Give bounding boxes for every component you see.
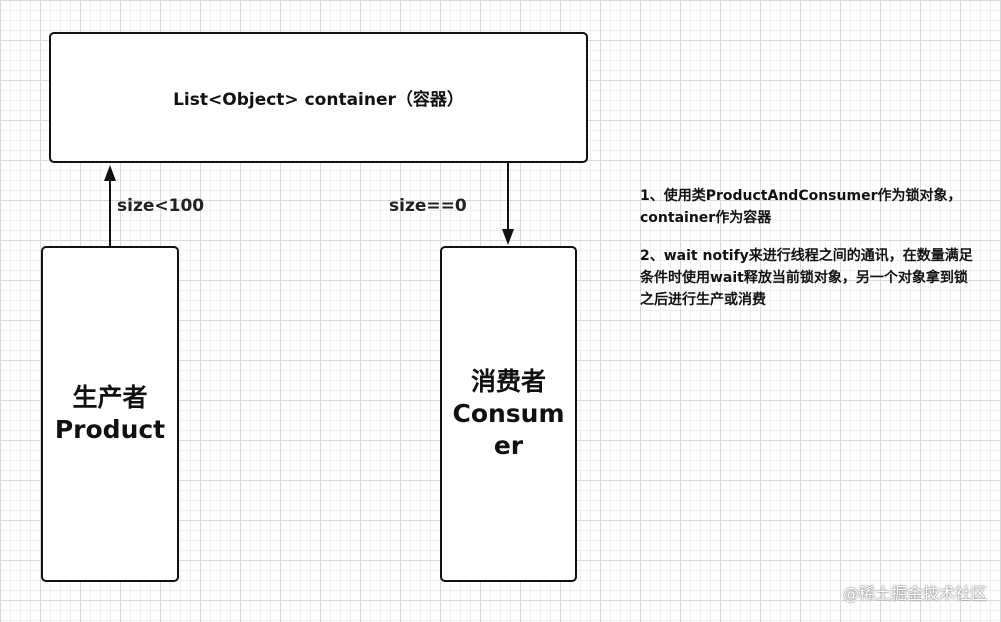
container-node: List<Object> container（容器） (49, 32, 588, 163)
producer-node: 生产者 Product (41, 246, 179, 582)
producer-label-cn: 生产者 (72, 383, 148, 412)
producer-to-container-arrow (104, 165, 116, 246)
consumer-label-cn: 消费者 (470, 367, 546, 396)
container-label: List<Object> container（容器） (173, 90, 464, 110)
consumer-node: 消费者 Consumer (440, 246, 577, 582)
container-to-consumer-arrow (502, 163, 514, 245)
producer-label-en: Product (54, 415, 166, 444)
note-lock-object: 1、使用类ProductAndConsumer作为锁对象，container作为… (640, 188, 962, 226)
watermark: @稀土掘金技术社区 (842, 584, 987, 603)
consumer-condition-label: size==0 (389, 196, 467, 216)
producer-condition-label: size<100 (117, 196, 205, 216)
note-wait-notify: 2、wait notify来进行线程之间的通讯，在数量满足条件时使用wait释放… (640, 248, 973, 308)
consumer-label-en: Consumer (452, 399, 565, 460)
